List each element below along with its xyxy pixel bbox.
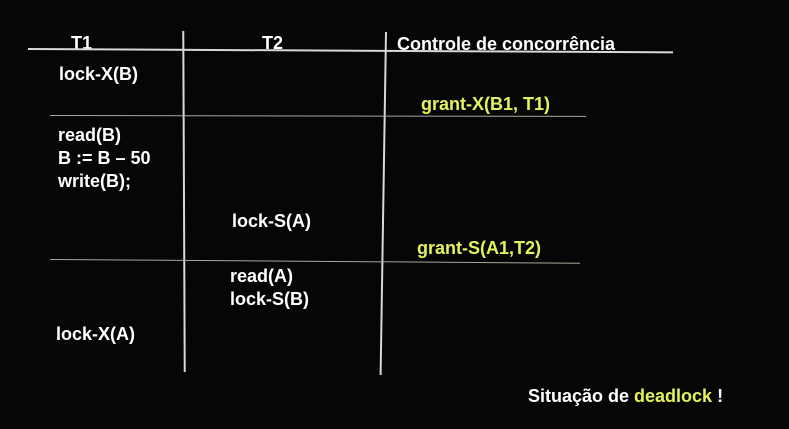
t2-lock-s-a: lock-S(A) (232, 211, 312, 231)
column-divider-left (182, 30, 186, 373)
t1-read-b: read(B) (58, 125, 122, 145)
deadlock-caption-prefix: Situação de (528, 386, 635, 406)
deadlock-caption: Situação de deadlock ! (528, 385, 723, 408)
deadlock-caption-suffix: ! (712, 386, 724, 406)
header-t1: T1 (71, 33, 93, 53)
cc-grant-s: grant-S(A1,T2) (417, 238, 542, 258)
cc-grant-x: grant-X(B1, T1) (421, 94, 551, 114)
column-divider-right (379, 31, 387, 375)
t2-read-a: read(A) (230, 266, 294, 286)
t1-lock-x-b: lock-X(B) (59, 64, 139, 84)
header-t2: T2 (262, 33, 284, 53)
t1-lock-x-a: lock-X(A) (56, 324, 136, 344)
deadlock-keyword: deadlock (634, 386, 713, 406)
header-concurrency-control: Controle de concorrência (397, 34, 616, 54)
t2-lock-s-b: lock-S(B) (230, 289, 310, 309)
t1-assign-b: B := B – 50 (58, 148, 151, 168)
t1-write-b: write(B); (58, 171, 131, 191)
